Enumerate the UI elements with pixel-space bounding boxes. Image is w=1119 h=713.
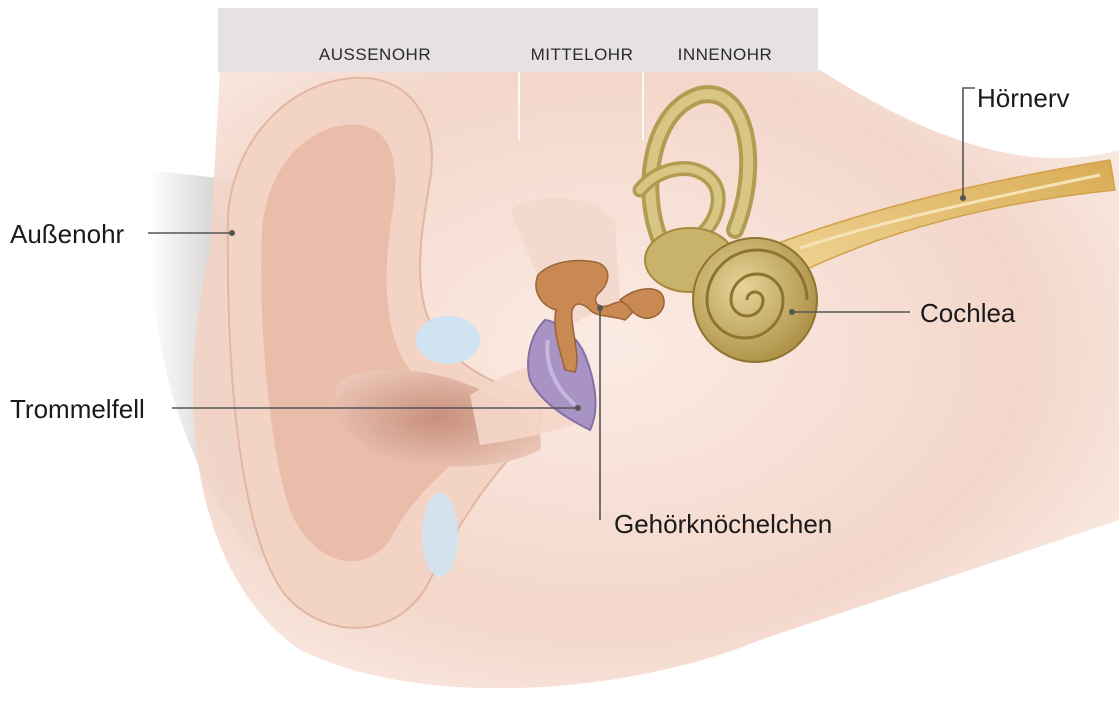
label-aussenohr: Außenohr	[10, 219, 125, 249]
section-label-inner: INNENOHR	[678, 45, 773, 64]
label-trommelfell: Trommelfell	[10, 394, 145, 424]
section-label-middle: MITTELOHR	[531, 45, 634, 64]
cochlea	[693, 238, 817, 362]
label-gehoerknoechelchen: Gehörknöchelchen	[614, 509, 832, 539]
label-hoernerv: Hörnerv	[977, 83, 1069, 113]
section-label-outer: AUSSENOHR	[319, 45, 431, 64]
cartilage-upper	[416, 316, 480, 364]
label-cochlea: Cochlea	[920, 298, 1016, 328]
cartilage-lower	[422, 493, 458, 577]
